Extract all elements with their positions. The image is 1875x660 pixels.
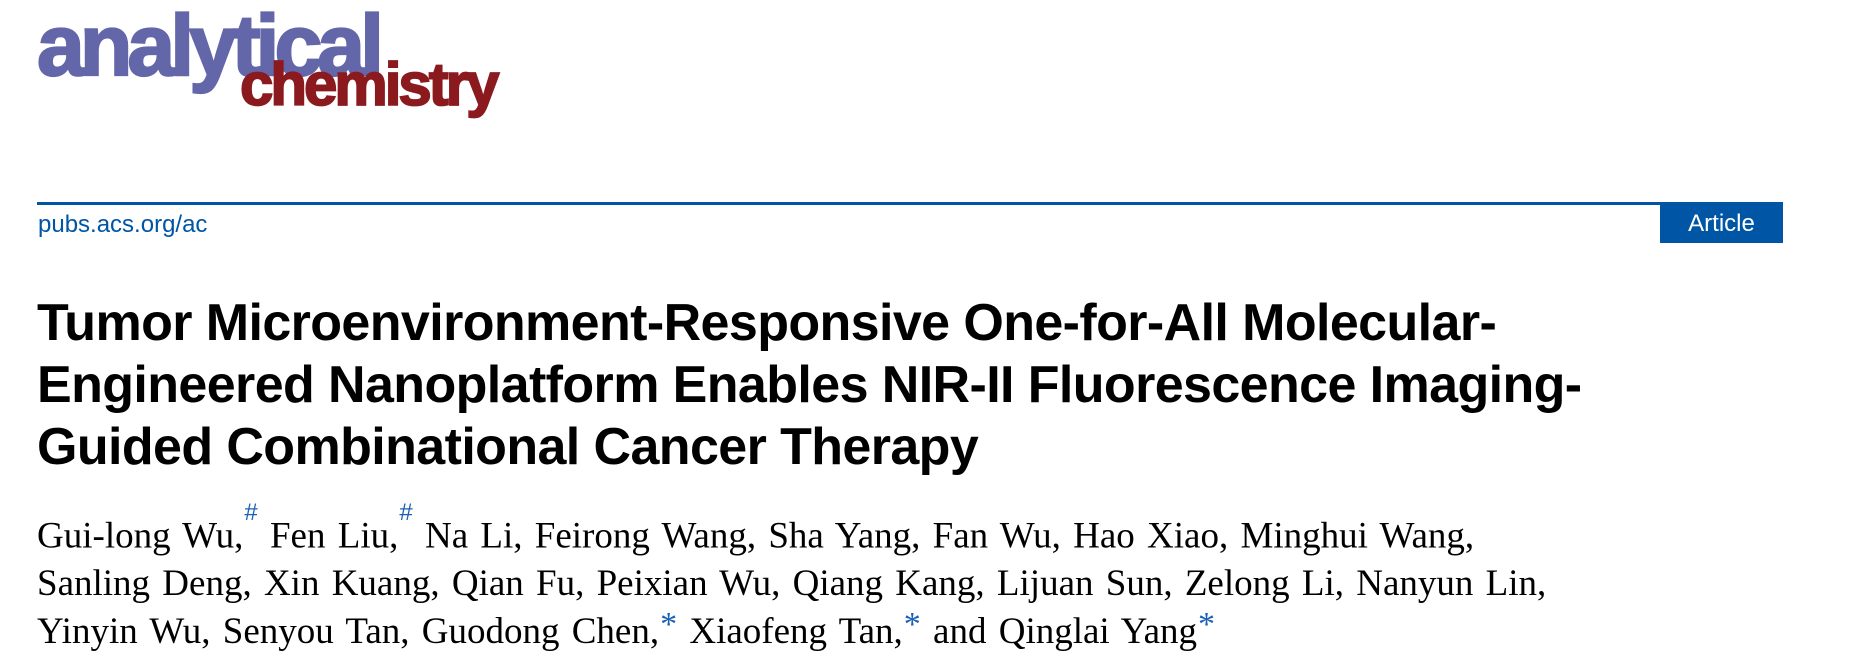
author-list: Gui-long Wu,# Fen Liu,# Na Li, Feirong W… xyxy=(37,499,1797,657)
article-title: Tumor Microenvironment-Responsive One-fo… xyxy=(37,292,1757,478)
author-line: Sanling Deng, Xin Kuang, Qian Fu, Peixia… xyxy=(37,560,1797,608)
author-line: Yinyin Wu, Senyou Tan, Guodong Chen,* Xi… xyxy=(37,606,1797,657)
corresponding-author-mark[interactable]: * xyxy=(660,606,678,644)
author-name: Na Li, Feirong Wang, Sha Yang, Fan Wu, H… xyxy=(412,515,1475,557)
journal-logo: analytical chemistry xyxy=(0,0,600,140)
title-line: Tumor Microenvironment-Responsive One-fo… xyxy=(37,294,1497,352)
author-name: Yinyin Wu, Senyou Tan, Guodong Chen, xyxy=(37,611,660,653)
logo-word-chemistry: chemistry xyxy=(239,51,500,118)
journal-url-link[interactable]: pubs.acs.org/ac xyxy=(38,211,208,238)
corresponding-author-mark[interactable]: * xyxy=(1198,606,1216,644)
logo-word-analytical: analytical xyxy=(36,0,385,94)
author-name: and Qinglai Yang xyxy=(920,611,1198,653)
title-line: Guided Combinational Cancer Therapy xyxy=(37,418,979,476)
author-name: Gui-long Wu, xyxy=(37,515,244,557)
article-type-badge: Article xyxy=(1660,203,1783,243)
article-type-label: Article xyxy=(1688,210,1755,237)
author-line: Gui-long Wu,# Fen Liu,# Na Li, Feirong W… xyxy=(37,499,1797,560)
author-name: Xiaofeng Tan, xyxy=(677,611,903,653)
author-name: Sanling Deng, Xin Kuang, Qian Fu, Peixia… xyxy=(37,563,1547,605)
title-line: Engineered Nanoplatform Enables NIR-II F… xyxy=(37,356,1582,414)
equal-contribution-mark[interactable]: # xyxy=(399,499,413,526)
header-rule xyxy=(37,202,1783,205)
author-name: Fen Liu, xyxy=(257,515,399,557)
corresponding-author-mark[interactable]: * xyxy=(903,606,921,644)
equal-contribution-mark[interactable]: # xyxy=(244,499,258,526)
